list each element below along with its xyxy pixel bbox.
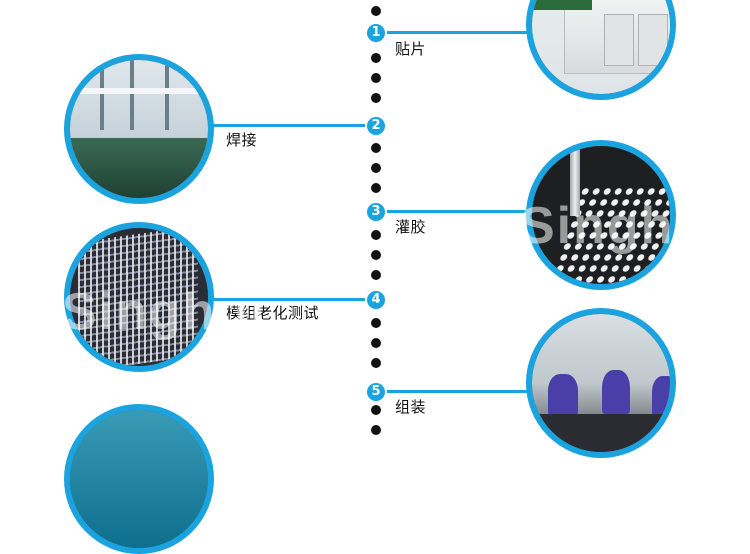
spine-dot: [371, 405, 381, 415]
step-number-badge: 4: [367, 291, 385, 309]
step-number-badge: 2: [367, 117, 385, 135]
process-flow-diagram: 1 贴片 2 焊接 3 灌胶 4 模组老化测试 5 组装: [64, 0, 676, 554]
spine-dot: [371, 338, 381, 348]
spine-dot: [371, 270, 381, 280]
spine-dot: [371, 53, 381, 63]
spine-dot: [371, 230, 381, 240]
step-number-badge: 1: [367, 24, 385, 42]
photo-potting: [526, 140, 676, 290]
spine-dot: [371, 250, 381, 260]
photo-partial: [64, 404, 214, 554]
connector-line: [210, 124, 370, 127]
step-number-badge: 5: [367, 383, 385, 401]
spine-dot: [371, 6, 381, 16]
step-label: 贴片: [395, 40, 427, 58]
spine-dot: [371, 73, 381, 83]
photo-assembly: [526, 308, 676, 458]
step-label: 组装: [395, 398, 427, 416]
spine-dot: [371, 425, 381, 435]
spine-dot: [371, 163, 381, 173]
photo-smt-machine: [526, 0, 676, 100]
spine-dot: [371, 183, 381, 193]
connector-line: [385, 31, 533, 34]
step-label: 灌胶: [395, 218, 427, 236]
spine-dot: [371, 143, 381, 153]
spine-dot: [371, 358, 381, 368]
spine-dot: [371, 318, 381, 328]
connector-line: [210, 298, 370, 301]
step-label: 焊接: [226, 131, 258, 149]
spine-dot: [371, 93, 381, 103]
connector-line: [385, 210, 533, 213]
step-label: 模组老化测试: [226, 304, 320, 322]
photo-aging-test: [64, 222, 214, 372]
connector-line: [385, 390, 533, 393]
step-number-badge: 3: [367, 203, 385, 221]
photo-welding: [64, 54, 214, 204]
